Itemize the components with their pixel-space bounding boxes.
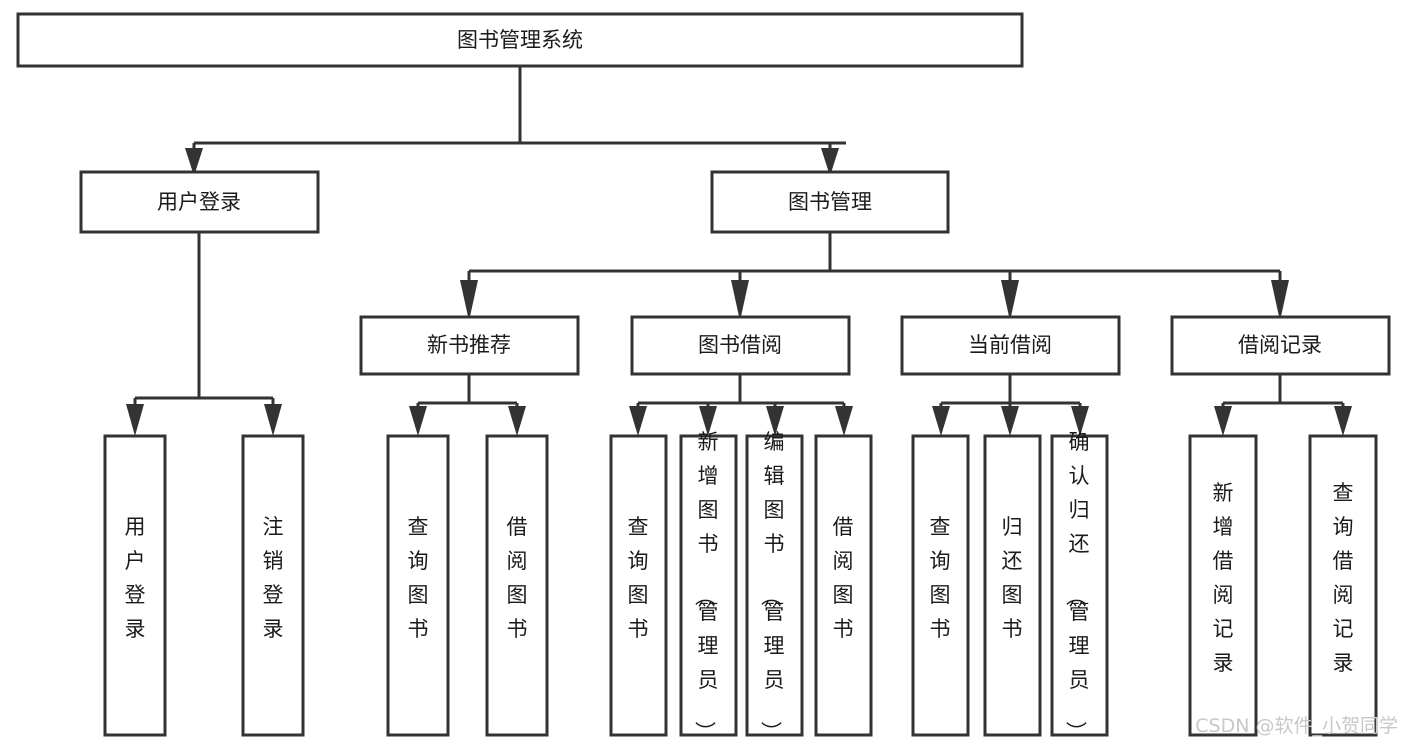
connectors-user-login-to-leaves [126, 232, 282, 436]
leaf-bb-borrow-book-label: 借阅图书 [833, 515, 854, 641]
arrow-head-bb-borrow-book [835, 406, 853, 436]
leaf-node-bb-edit-book[interactable]: 编辑图书（管理员） [745, 430, 804, 742]
node-borrow-record[interactable]: 借阅记录 [1170, 315, 1391, 376]
leaf-node-bb-query-book[interactable]: 查询图书 [609, 434, 668, 737]
leaf-node-logout[interactable]: 注销登录 [241, 434, 305, 737]
leaf-nbr-query-book-box [386, 434, 450, 737]
book-management-node-box [710, 170, 950, 234]
leaf-node-nbr-query-book[interactable]: 查询图书 [386, 434, 450, 737]
new-book-recommendation-node-label: 新书推荐 [427, 333, 511, 357]
connectors-root-to-level2 [185, 66, 846, 176]
leaf-bb-add-book-label: 新增图书（管理员） [693, 430, 719, 742]
arrow-head-br-add-record [1214, 406, 1232, 436]
arrow-head-to-user-login-leaf [126, 404, 144, 436]
borrow-record-node-label: 借阅记录 [1238, 333, 1322, 357]
node-book-borrow[interactable]: 图书借阅 [630, 315, 851, 376]
leaf-logout-box [241, 434, 305, 737]
book-management-node-label: 图书管理 [788, 190, 872, 214]
leaf-br-query-record-label: 查询借阅记录 [1333, 481, 1354, 675]
csdn-watermark: CSDN @软件_小贺同学 [1195, 715, 1398, 737]
leaf-bb-edit-book-label: 编辑图书（管理员） [759, 430, 785, 742]
leaf-node-br-add-record[interactable]: 新增借阅记录 [1188, 434, 1258, 737]
connectors-current-borrow-to-leaves [932, 374, 1089, 436]
leaf-bb-borrow-book-box [814, 434, 873, 737]
leaf-cb-query-book-label: 查询图书 [930, 515, 951, 641]
arrow-head-cb-return-book [1001, 406, 1019, 436]
leaf-node-bb-borrow-book[interactable]: 借阅图书 [814, 434, 873, 737]
new-book-recommendation-node-box [359, 315, 580, 376]
leaf-node-br-query-record[interactable]: 查询借阅记录 [1308, 434, 1378, 737]
current-borrow-node-box [900, 315, 1121, 376]
connectors-book-management-to-level3 [460, 232, 1289, 321]
leaf-cb-query-book-box [911, 434, 970, 737]
connectors-new-book-recommendation-to-leaves [409, 374, 526, 436]
node-root-book-management-system[interactable]: 图书管理系统 [16, 12, 1024, 68]
arrow-head-nbr-borrow-book [508, 406, 526, 436]
book-borrow-node-box [630, 315, 851, 376]
node-current-borrow[interactable]: 当前借阅 [900, 315, 1121, 376]
leaf-cb-return-book-label: 归还图书 [1002, 515, 1023, 641]
node-book-management[interactable]: 图书管理 [710, 170, 950, 234]
connectors-book-borrow-to-leaves [629, 374, 853, 436]
connector-new-book-recommendation-bus [416, 374, 519, 410]
connector-user-login-bus [133, 232, 275, 408]
book-borrow-node-label: 图书借阅 [698, 333, 782, 357]
leaf-br-add-record-label: 新增借阅记录 [1213, 481, 1234, 675]
arrow-head-nbr-query-book [409, 406, 427, 436]
leaf-logout-label: 注销登录 [263, 515, 284, 641]
arrow-head-to-borrow-record [1271, 280, 1289, 321]
borrow-record-node-box [1170, 315, 1391, 376]
leaf-nbr-borrow-book-label: 借阅图书 [507, 515, 528, 641]
leaf-br-query-record-box [1308, 434, 1378, 737]
leaf-user-login-label: 用户登录 [125, 515, 146, 641]
connector-current-borrow-bus [939, 374, 1082, 410]
connector-borrow-record-bus [1221, 374, 1345, 410]
root-node-label: 图书管理系统 [457, 28, 583, 52]
leaf-node-cb-query-book[interactable]: 查询图书 [911, 434, 970, 737]
leaf-bb-edit-book-box [745, 434, 804, 737]
arrow-head-bb-edit-book [766, 406, 784, 436]
leaf-cb-return-book-box [983, 434, 1042, 737]
connector-book-management-bus [467, 232, 1282, 284]
connector-root-bus [192, 66, 846, 152]
leaf-node-cb-return-book[interactable]: 归还图书 [983, 434, 1042, 737]
connector-book-borrow-bus [636, 374, 846, 410]
arrow-head-to-user-login [185, 148, 203, 176]
leaf-node-nbr-borrow-book[interactable]: 借阅图书 [485, 434, 549, 737]
leaf-nbr-query-book-label: 查询图书 [408, 515, 429, 641]
arrow-head-cb-query-book [932, 406, 950, 436]
leaf-nbr-borrow-book-box [485, 434, 549, 737]
leaf-bb-query-book-label: 查询图书 [628, 515, 649, 641]
leaf-cb-confirm-return-label: 确认归还（管理员） [1064, 430, 1090, 742]
arrow-head-bb-add-book [699, 406, 717, 436]
current-borrow-node-label: 当前借阅 [968, 333, 1052, 357]
leaf-bb-add-book-box [679, 434, 738, 737]
arrow-head-to-book-management [821, 148, 839, 176]
leaf-bb-query-book-box [609, 434, 668, 737]
arrow-head-to-book-borrow [731, 280, 749, 321]
node-user-login[interactable]: 用户登录 [79, 170, 320, 234]
leaf-node-bb-add-book[interactable]: 新增图书（管理员） [679, 430, 738, 742]
connectors-borrow-record-to-leaves [1214, 374, 1352, 436]
leaf-br-add-record-box [1188, 434, 1258, 737]
leaf-cb-confirm-return-box [1050, 434, 1109, 737]
arrow-head-to-logout-leaf [264, 404, 282, 436]
node-new-book-recommendation[interactable]: 新书推荐 [359, 315, 580, 376]
user-login-node-box [79, 170, 320, 234]
leaf-node-user-login[interactable]: 用户登录 [103, 434, 167, 737]
root-node-box [16, 12, 1024, 68]
arrow-head-bb-query-book [629, 406, 647, 436]
arrow-head-cb-confirm-return [1071, 406, 1089, 436]
arrow-head-to-current-borrow [1001, 280, 1019, 321]
arrow-head-to-new-book-recommendation [460, 280, 478, 321]
leaf-user-login-box [103, 434, 167, 737]
user-login-node-label: 用户登录 [157, 190, 241, 214]
leaf-node-cb-confirm-return[interactable]: 确认归还（管理员） [1050, 430, 1109, 742]
arrow-head-br-query-record [1334, 406, 1352, 436]
